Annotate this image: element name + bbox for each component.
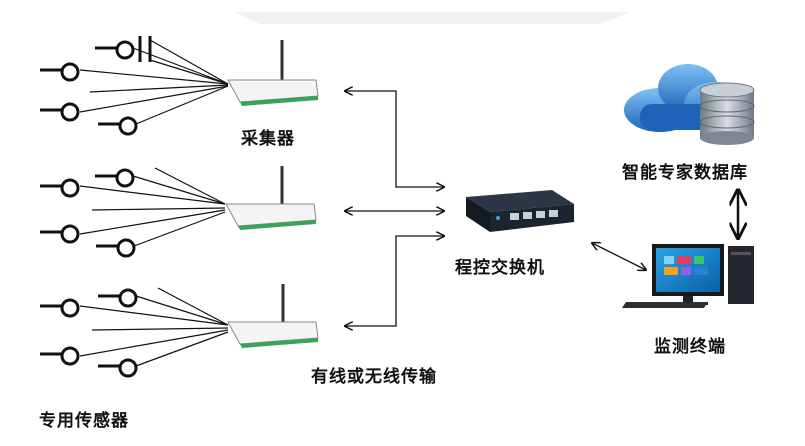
router-icon: [227, 40, 319, 106]
top-shadow-band: [235, 12, 630, 24]
sensor-icon: [40, 168, 136, 258]
sensor-icon: [40, 36, 152, 136]
link-arrows: [345, 91, 738, 326]
router-icon: [225, 166, 317, 230]
computer-icon: [622, 244, 754, 308]
sensor-group-2: [40, 167, 226, 258]
cloud-database-icon: [624, 64, 755, 145]
switch-label: 程控交换机: [455, 258, 545, 278]
sensor-group-3: [40, 287, 229, 378]
database-label: 智能专家数据库: [622, 163, 748, 183]
terminal-label: 监测终端: [654, 337, 726, 357]
switch-icon: [466, 190, 574, 232]
collector-label: 采集器: [241, 129, 295, 149]
sensor-group-1: [40, 36, 229, 136]
sensors-label: 专用传感器: [39, 411, 129, 431]
router-icon: [227, 284, 319, 348]
sensor-icon: [40, 288, 138, 378]
transmission-label: 有线或无线传输: [311, 367, 437, 387]
